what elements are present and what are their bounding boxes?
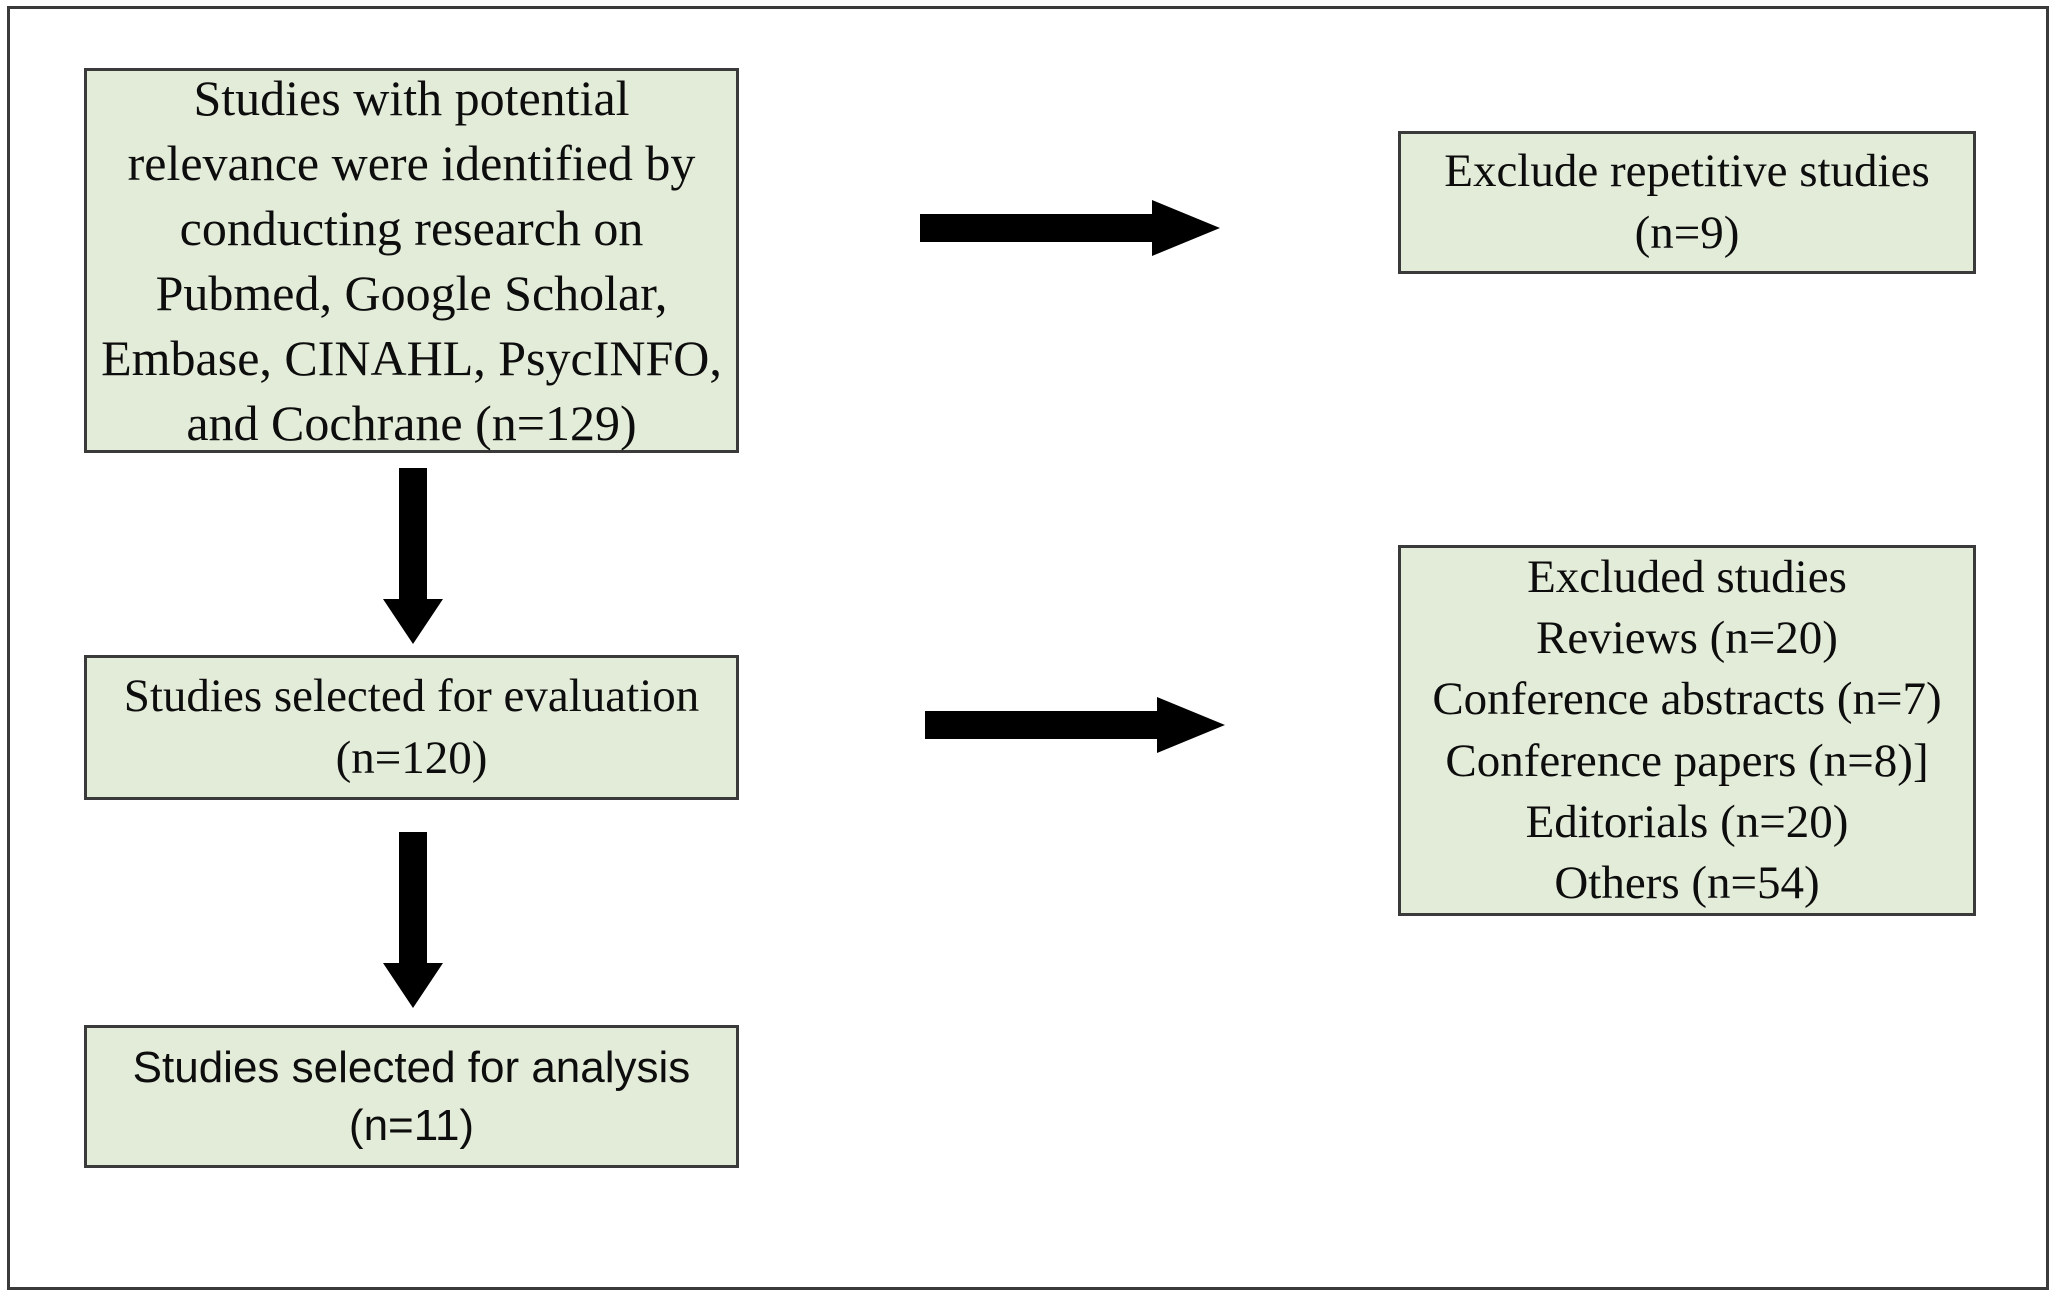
box-line-conference-abstracts: Conference abstracts (n=7) (1432, 673, 1942, 726)
box-line: Pubmed, Google Scholar, (155, 264, 668, 321)
box-studies-identified: Studies with potential relevance were id… (84, 68, 739, 453)
arrow-down-icon (382, 832, 444, 1008)
arrow-right-icon (925, 695, 1225, 755)
box-line-others: Others (n=54) (1554, 856, 1820, 909)
arrow-right-icon (920, 198, 1220, 258)
box-line: Studies with potential (193, 69, 630, 126)
box-line: conducting research on (179, 199, 644, 256)
box-line: Exclude repetitive studies (1444, 145, 1930, 198)
box-line-count: (n=120) (335, 731, 488, 784)
box-line-editorials: Editorials (n=20) (1525, 795, 1849, 848)
box-line-reviews: Reviews (n=20) (1536, 612, 1838, 665)
box-line: Embase, CINAHL, PsycINFO, (101, 329, 722, 386)
box-line-count: (n=11) (348, 1100, 475, 1150)
box-studies-selected-for-analysis: Studies selected for analysis (n=11) (84, 1025, 739, 1168)
box-excluded-studies: Excluded studies Reviews (n=20) Conferen… (1398, 545, 1976, 916)
box-line-heading: Excluded studies (1527, 551, 1847, 604)
arrow-down-icon (382, 468, 444, 644)
box-exclude-repetitive-studies: Exclude repetitive studies (n=9) (1398, 131, 1976, 274)
box-studies-selected-for-evaluation: Studies selected for evaluation (n=120) (84, 655, 739, 800)
box-line: Studies selected for evaluation (123, 670, 700, 723)
box-line-conference-papers: Conference papers (n=8)] (1445, 734, 1929, 787)
box-line-count: and Cochrane (n=129) (186, 394, 637, 451)
box-line: relevance were identified by (127, 134, 696, 191)
box-line: Studies selected for analysis (132, 1043, 691, 1093)
box-line-count: (n=9) (1634, 206, 1740, 259)
